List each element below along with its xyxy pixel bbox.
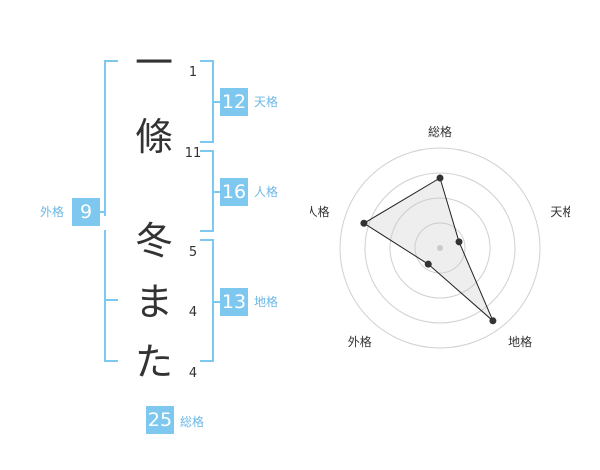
name-char-5: た (134, 340, 173, 384)
radar-center-dot (437, 245, 443, 251)
chikaku-label: 地格 (254, 295, 279, 309)
name-char-3: 冬 (134, 219, 173, 263)
gaikaku-connector (100, 211, 105, 213)
radar-point-4 (424, 260, 432, 268)
radar-point-5 (360, 219, 368, 227)
tenkaku-connector (214, 101, 220, 103)
soukaku-value: 25 (146, 406, 174, 434)
jinkaku-connector (214, 191, 220, 193)
stroke-count-5: 4 (188, 366, 198, 381)
radar-axis-label-2: 天格 (550, 204, 570, 219)
radar-axis-label-1: 総格 (428, 124, 452, 139)
outer-bracket-bottom (104, 230, 118, 362)
stroke-count-1: 1 (188, 65, 198, 80)
outer-bracket-mid-tick (104, 299, 118, 301)
stroke-count-4: 4 (188, 305, 198, 320)
stroke-count-2: 11 (184, 146, 202, 161)
gaikaku-value: 9 (72, 198, 100, 226)
soukaku-label: 総格 (180, 415, 205, 429)
radar-point-3 (489, 317, 497, 325)
name-char-2: 條 (134, 115, 173, 159)
radar-grid-ring (414, 222, 466, 274)
radar-point-1 (436, 174, 444, 182)
jinkaku-bracket (200, 150, 214, 232)
tenkaku-label: 天格 (254, 95, 279, 109)
radar-grid-ring (364, 172, 516, 324)
radar-axis-label-3: 地格 (508, 334, 532, 349)
radar-grid-ring (389, 197, 491, 299)
radar-axis-label-5: 人格 (310, 204, 330, 219)
tenkaku-value: 12 (220, 88, 248, 116)
name-char-1: 一 (134, 41, 173, 85)
chikaku-bracket (200, 239, 214, 362)
jinkaku-value: 16 (220, 178, 248, 206)
radar-grid-ring (339, 147, 541, 349)
tenkaku-bracket (200, 60, 214, 143)
stroke-count-3: 5 (188, 245, 198, 260)
radar-point-2 (455, 238, 463, 246)
name-char-4: ま (134, 280, 173, 324)
radar-axis-label-4: 外格 (348, 334, 372, 349)
chikaku-value: 13 (220, 288, 248, 316)
gaikaku-label: 外格 (40, 205, 65, 219)
jinkaku-label: 人格 (254, 185, 279, 199)
radar-series-shape (362, 177, 494, 322)
chikaku-connector (214, 301, 220, 303)
outer-bracket-top (104, 60, 118, 216)
